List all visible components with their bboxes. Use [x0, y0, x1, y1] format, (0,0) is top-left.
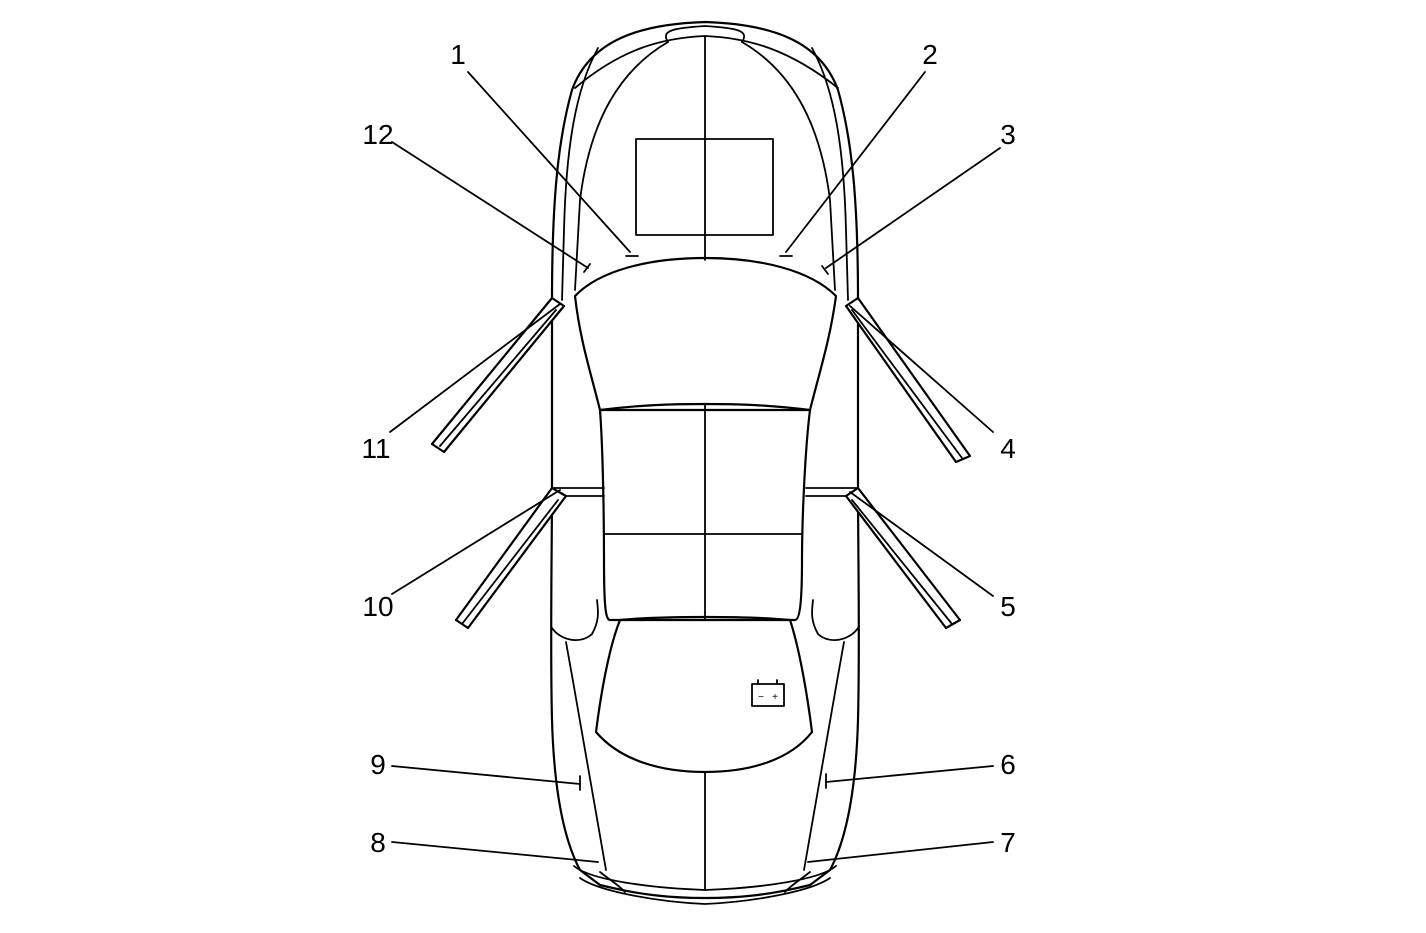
callout-7: 7: [1000, 827, 1016, 858]
callout-labels: 1 2 3 4 5 6 7 8 9 10 11 12: [361, 39, 1015, 858]
rear-right-door: [844, 486, 962, 630]
callout-4: 4: [1000, 433, 1016, 464]
front-right-door: [844, 296, 972, 464]
callout-11: 11: [361, 433, 390, 464]
battery-plus: +: [772, 692, 778, 703]
car-body: [550, 20, 860, 905]
callout-1: 1: [450, 39, 466, 70]
callout-5: 5: [1000, 591, 1016, 622]
callout-12: 12: [362, 119, 393, 150]
battery-minus: −: [758, 692, 764, 703]
callout-6: 6: [1000, 749, 1016, 780]
callout-2: 2: [922, 39, 938, 70]
callout-9: 9: [370, 749, 386, 780]
callout-8: 8: [370, 827, 386, 858]
rear-left-door: [454, 486, 568, 630]
battery-icon: − +: [751, 679, 785, 707]
callout-10: 10: [362, 591, 393, 622]
front-left-door: [430, 296, 566, 454]
callout-3: 3: [1000, 119, 1016, 150]
callout-leaders: [389, 71, 1001, 863]
